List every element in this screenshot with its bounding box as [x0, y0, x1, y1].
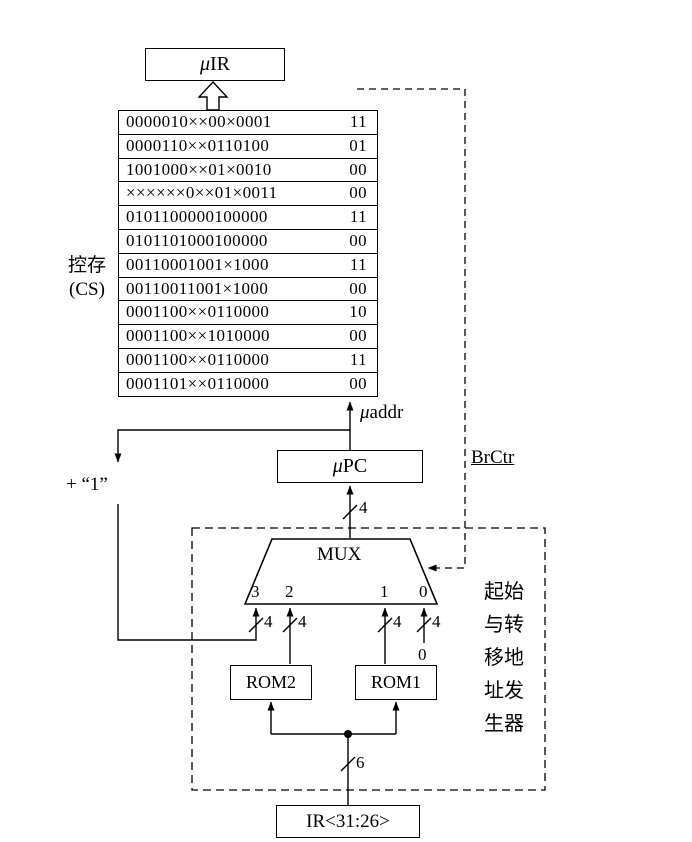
cs-table-row: 0101101000100000 00 — [119, 230, 377, 254]
plus-one-label: + “1” — [66, 474, 108, 495]
upc-label-mu: μ — [332, 455, 343, 477]
width-in0: 4 — [432, 612, 441, 631]
width-in1: 4 — [393, 612, 402, 631]
cs-row-bits: 00 — [349, 159, 367, 179]
width-in3: 4 — [264, 612, 273, 631]
cs-row-pattern: 0001100××0110000 — [126, 302, 270, 322]
mux-input-2-label: 2 — [285, 582, 294, 601]
slash-in2 — [282, 617, 298, 633]
uir-label-mu: μ — [199, 53, 211, 75]
cs-row-pattern: 00110011001×1000 — [126, 278, 269, 298]
mux-input-1-label: 1 — [380, 582, 389, 601]
cs-row-pattern: 0101100000100000 — [126, 207, 268, 227]
generator-label-line: 址发 — [484, 680, 524, 702]
cs-row-pattern: 0101101000100000 — [126, 230, 268, 250]
const-zero-label: 0 — [418, 645, 427, 664]
mux-input-3-label: 3 — [251, 582, 260, 601]
brctr-dashed-wire — [357, 88, 466, 572]
cs-to-uir-block-arrow — [197, 80, 229, 111]
cs-row-bits: 01 — [349, 135, 367, 155]
cs-row-bits: 11 — [349, 112, 367, 131]
cs-row-bits: 10 — [349, 302, 367, 322]
cs-row-pattern: 0000010××00×0001 — [126, 112, 272, 131]
generator-label-line: 起始 — [484, 581, 524, 603]
cs-table-row: 0001100××0110000 10 — [119, 301, 377, 326]
width-ir-bus: 6 — [356, 753, 365, 772]
cs-row-pattern: 0001100××1010000 — [126, 326, 270, 346]
brctr-label: BrCtr — [471, 447, 515, 468]
bus-junction-dot — [344, 730, 352, 738]
generator-label: 起始 与转 移地 址发 生器 — [478, 576, 530, 741]
cs-table-row: 0001101××0110000 00 — [119, 373, 377, 396]
slash-in3 — [248, 617, 264, 633]
ir-field-label: IR<31:26> — [306, 810, 390, 832]
cs-row-pattern: 1001000××01×0010 — [126, 159, 272, 179]
control-store-table: 0000010××00×0001 11 0000110××0110100 01 10… — [118, 110, 378, 397]
uaddr-label: μaddr — [360, 402, 403, 424]
ir-field-box: IR<31:26> — [276, 805, 420, 838]
mux-shape — [243, 538, 439, 605]
cs-table-row: 0001100××1010000 00 — [119, 325, 377, 349]
cs-row-bits: 00 — [349, 230, 367, 250]
control-store-label: 控存 (CS) — [56, 254, 118, 302]
slash-in1 — [377, 617, 393, 633]
cs-row-bits: 00 — [349, 326, 367, 346]
cs-table-row: 0101100000100000 11 — [119, 206, 377, 230]
rom2-box: ROM2 — [230, 665, 312, 700]
cs-row-pattern: 0001100××0110000 — [126, 349, 270, 369]
control-store-label-cn: 控存 — [67, 255, 106, 276]
width-mux-to-upc: 4 — [359, 498, 368, 517]
cs-row-bits: 11 — [349, 349, 367, 369]
control-store-label-en: (CS) — [69, 279, 105, 300]
generator-label-line: 生器 — [484, 713, 524, 735]
cs-table-row: 0001100××0110000 11 — [119, 349, 377, 373]
plus-one-to-mux3-wire — [117, 504, 260, 641]
upc-label: PC — [342, 455, 368, 477]
cs-row-bits: 00 — [349, 183, 367, 203]
uaddr-label-name: addr — [369, 402, 404, 423]
cs-row-pattern: 0000110××0110100 — [126, 135, 270, 155]
cs-row-bits: 11 — [349, 207, 367, 227]
slash-ir-bus — [340, 756, 356, 772]
cs-row-pattern: ××××××0××01×0011 — [126, 183, 278, 203]
plus-one-branch-wire — [114, 429, 350, 463]
cs-table-row: 00110001001×1000 11 — [119, 254, 377, 278]
rom1-box: ROM1 — [355, 665, 437, 700]
cs-table-row: 0000010××00×0001 11 — [119, 111, 377, 135]
slash-mux-to-upc — [342, 504, 358, 520]
cs-table-row: 1001000××01×0010 00 — [119, 159, 377, 183]
cs-table-row: 00110011001×1000 00 — [119, 278, 377, 302]
uaddr-label-mu: μ — [360, 402, 370, 423]
generator-dashed-box — [191, 527, 546, 791]
rom1-label: ROM1 — [370, 672, 421, 692]
cs-row-bits: 00 — [349, 278, 367, 298]
cs-row-bits: 11 — [349, 254, 367, 274]
slash-in0 — [416, 617, 432, 633]
mux-input-0-label: 0 — [419, 582, 428, 601]
cs-table-row: ××××××0××01×0011 00 — [119, 182, 377, 207]
mux-label: MUX — [317, 544, 362, 565]
cs-row-pattern: 00110001001×1000 — [126, 254, 269, 274]
width-in2: 4 — [298, 612, 307, 631]
generator-label-line: 与转 — [484, 614, 524, 636]
uir-label: IR — [210, 53, 231, 75]
rom2-label: ROM2 — [245, 672, 296, 692]
generator-label-line: 移地 — [484, 647, 524, 669]
cs-row-bits: 00 — [349, 373, 367, 393]
cs-row-pattern: 0001101××0110000 — [126, 373, 270, 393]
cs-table-row: 0000110××0110100 01 — [119, 135, 377, 159]
